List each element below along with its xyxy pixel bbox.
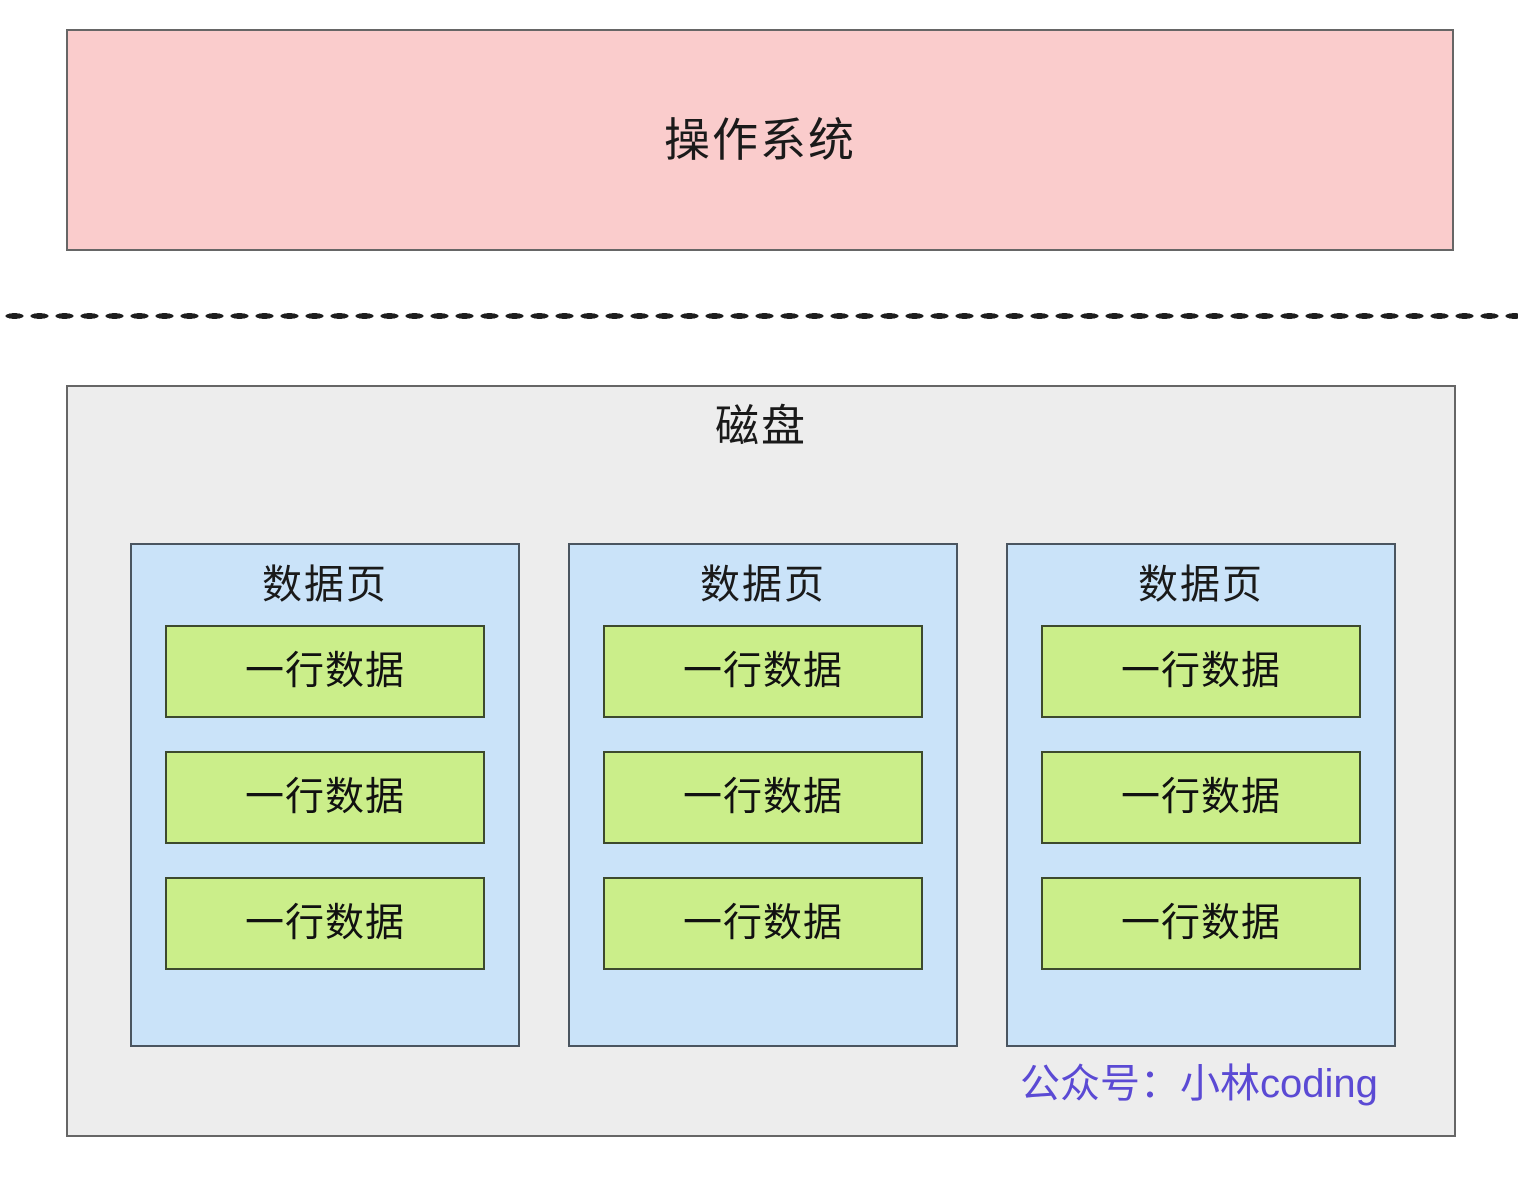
data-rows-wrap: 一行数据 一行数据 一行数据: [132, 625, 518, 970]
data-row-label: 一行数据: [1120, 650, 1281, 693]
data-row-label: 一行数据: [682, 902, 843, 945]
watermark-text: 公众号：小林coding: [1020, 1062, 1378, 1106]
data-page-label: 数据页: [700, 563, 826, 607]
data-row-label: 一行数据: [682, 776, 843, 819]
data-row-box: 一行数据: [1041, 877, 1361, 970]
data-row-box: 一行数据: [165, 877, 485, 970]
data-row-box: 一行数据: [165, 625, 485, 718]
data-page-box: 数据页 一行数据 一行数据 一行数据: [130, 543, 520, 1047]
data-row-box: 一行数据: [1041, 751, 1361, 844]
data-row-label: 一行数据: [682, 650, 843, 693]
operating-system-box: 操作系统: [66, 29, 1454, 251]
data-row-box: 一行数据: [603, 625, 923, 718]
data-row-box: 一行数据: [603, 751, 923, 844]
data-page-label: 数据页: [1138, 563, 1264, 607]
data-rows-wrap: 一行数据 一行数据 一行数据: [570, 625, 956, 970]
data-row-label: 一行数据: [1120, 902, 1281, 945]
data-page-box: 数据页 一行数据 一行数据 一行数据: [568, 543, 958, 1047]
data-row-box: 一行数据: [165, 751, 485, 844]
data-page-box: 数据页 一行数据 一行数据 一行数据: [1006, 543, 1396, 1047]
data-page-label: 数据页: [262, 563, 388, 607]
operating-system-label: 操作系统: [664, 114, 856, 166]
disk-label: 磁盘: [715, 402, 807, 451]
dotted-divider: [0, 312, 1518, 320]
data-row-label: 一行数据: [244, 776, 405, 819]
data-row-label: 一行数据: [244, 650, 405, 693]
data-row-box: 一行数据: [1041, 625, 1361, 718]
disk-box: 磁盘 数据页 一行数据 一行数据 一行数据: [66, 385, 1456, 1137]
data-row-label: 一行数据: [244, 902, 405, 945]
data-row-box: 一行数据: [603, 877, 923, 970]
data-pages-row: 数据页 一行数据 一行数据 一行数据 数据页: [130, 543, 1396, 1047]
data-rows-wrap: 一行数据 一行数据 一行数据: [1008, 625, 1394, 970]
data-row-label: 一行数据: [1120, 776, 1281, 819]
